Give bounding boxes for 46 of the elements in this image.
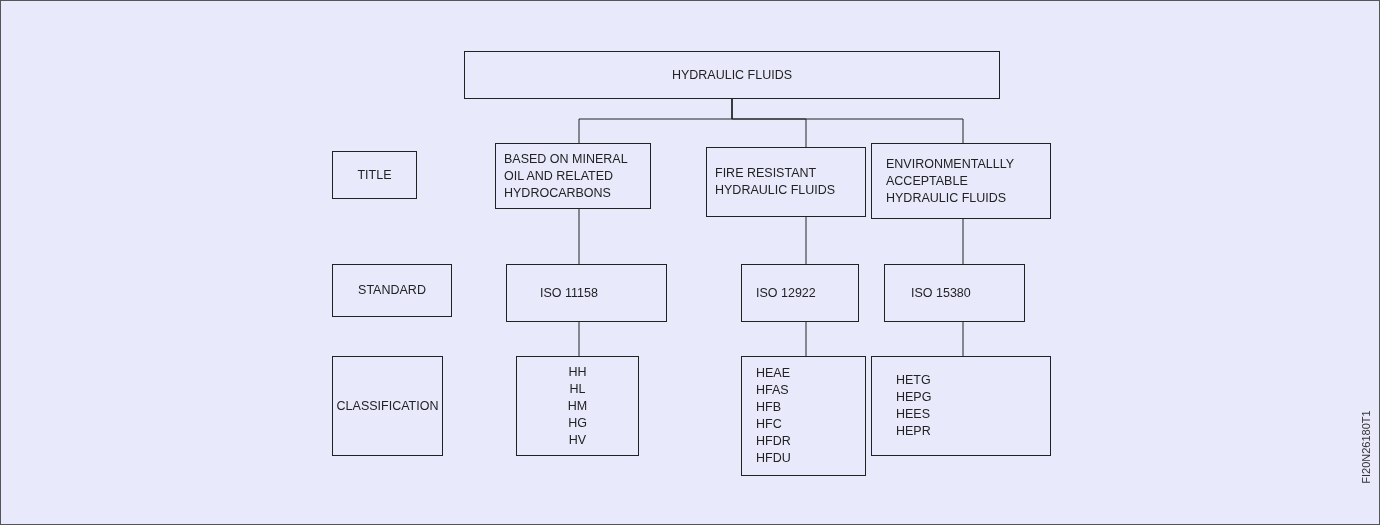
label-box [495, 143, 651, 209]
box-text: HFDU [756, 450, 791, 467]
label-box [332, 151, 417, 199]
box-text: TITLE [357, 166, 392, 184]
label-box [516, 356, 639, 456]
box-text: HEAE [756, 365, 791, 382]
box-text: HEPG [896, 389, 932, 406]
connector-line [578, 208, 580, 265]
box-text: FIRE RESISTANT HYDRAULIC FLUIDS [715, 165, 837, 199]
figure-code: FI20N26180T1 [1360, 409, 1372, 486]
box-text: HFAS [756, 382, 789, 399]
label-box [332, 356, 443, 456]
box-text: HFDR [756, 433, 791, 450]
box-text: CLASSIFICATION [336, 397, 439, 415]
box-text: HFB [756, 399, 781, 416]
label-box [706, 147, 866, 217]
box-text: HM [567, 397, 588, 415]
box-text: HEPR [896, 423, 931, 440]
box-text: HG [568, 414, 587, 432]
box-text: HL [569, 380, 586, 398]
box-text: HV [568, 431, 587, 449]
connector-line [805, 321, 807, 357]
label-box [871, 143, 1051, 219]
label-box [884, 264, 1025, 322]
box-text: HH [568, 363, 587, 381]
connector-line [962, 321, 964, 357]
label-box [506, 264, 667, 322]
box-text: HEES [896, 406, 931, 423]
box-text: ISO 11158 [540, 284, 598, 302]
connector-line [578, 321, 580, 357]
box-text: HYDRAULIC FLUIDS [671, 66, 793, 84]
connector-line [962, 218, 964, 265]
label-box [332, 264, 452, 317]
connector-line [805, 216, 807, 265]
box-text: HETG [896, 372, 931, 389]
box-text: ISO 12922 [756, 284, 816, 302]
label-box [871, 356, 1051, 456]
label-box [741, 264, 859, 322]
connector-line [731, 98, 964, 144]
box-text: ISO 15380 [911, 284, 971, 302]
box-text: HFC [756, 416, 782, 433]
label-box [464, 51, 1000, 99]
label-box [741, 356, 866, 476]
box-text: STANDARD [358, 282, 426, 299]
box-text: ENVIRONMENTALLLY ACCEPTABLE HYDRAULIC FLUIDS [886, 155, 1015, 207]
box-text: BASED ON MINERAL OIL AND RELATED HYDROCARBONS [504, 150, 629, 202]
